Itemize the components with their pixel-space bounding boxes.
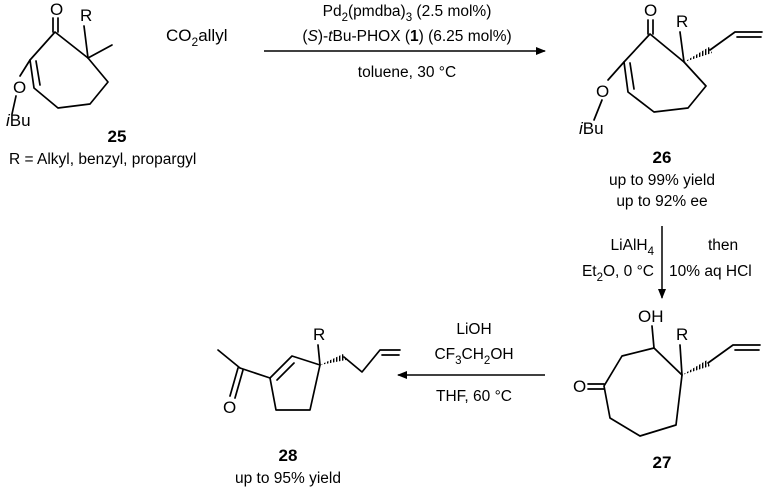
step2-left-line1: LiAlH4	[611, 237, 655, 258]
step1-conditions: Pd2(pmdba)3 (2.5 mol%) (S)-tBu-PHOX (1) …	[264, 3, 546, 81]
c27-number: 27	[653, 453, 672, 472]
c28-allyl-chain	[343, 349, 401, 373]
c28-hashed-wedge	[320, 354, 346, 365]
c28-carbonyl-a	[229, 367, 239, 397]
c25-alkene-inner	[35, 60, 41, 86]
c28-r-bond	[317, 344, 321, 366]
c28-carbonyl-b	[234, 369, 244, 399]
step3-line1: LiOH	[456, 321, 491, 338]
c27-r-label: R	[676, 325, 688, 344]
c27-allyl-chain	[707, 344, 761, 364]
compound-27: OH R O 27	[573, 307, 761, 472]
c25-ether-bond	[19, 59, 31, 77]
c26-o-label: O	[644, 1, 657, 20]
c25-ester-bond	[87, 44, 113, 59]
c27-r-bond	[679, 344, 683, 376]
c25-ibu-label: iBu	[6, 111, 31, 130]
step3-conditions: LiOH CF3CH2OH THF, 60 °C	[397, 321, 545, 405]
c25-ester-label: CO2allyl	[166, 26, 227, 49]
step2-left-line2: Et2O, 0 °C	[582, 263, 654, 284]
step1-reagent-line3: toluene, 30 °C	[358, 64, 456, 81]
step2-right-line1: then	[708, 237, 738, 254]
c26-ether-bond	[607, 61, 625, 81]
c25-ether-o-label: O	[13, 78, 26, 97]
step3-line3: THF, 60 °C	[436, 388, 512, 405]
c25-o-label: O	[50, 0, 63, 19]
c27-ring-bonds	[603, 347, 683, 437]
step2-right-line2: 10% aq HCl	[669, 263, 752, 280]
c25-number: 25	[108, 127, 127, 146]
c27-oh-bond	[651, 325, 655, 349]
step2-conditions: LiAlH4 Et2O, 0 °C then 10% aq HCl	[582, 226, 752, 299]
c28-acyl-bond	[239, 367, 271, 379]
c27-o-label: O	[573, 377, 586, 396]
c28-ring-double	[276, 362, 295, 381]
c25-ring-bonds	[29, 31, 109, 109]
c26-ether-o-label: O	[596, 82, 609, 101]
c26-ee: up to 92% ee	[616, 193, 707, 210]
compound-25: O R CO2allyl O iBu 25 R = Alkyl, benzyl,…	[6, 0, 227, 168]
c25-ibu-bond	[11, 95, 17, 115]
c28-yield: up to 95% yield	[235, 470, 341, 487]
c26-hashed-wedge	[684, 47, 712, 62]
c26-allyl-chain	[709, 31, 763, 51]
step3-line2: CF3CH2OH	[434, 346, 513, 367]
c28-r-label: R	[313, 325, 325, 344]
c26-r-bond	[679, 31, 685, 63]
c25-r-label: R	[80, 6, 92, 25]
c25-r-note: R = Alkyl, benzyl, propargyl	[9, 151, 196, 168]
c25-r-bond	[83, 25, 89, 59]
step1-reagent-line2: (S)-tBu-PHOX (1) (6.25 mol%)	[302, 28, 511, 45]
c26-ibu-label: iBu	[579, 119, 604, 138]
c27-oh-label: OH	[638, 307, 664, 326]
c28-number: 28	[279, 446, 298, 465]
c28-methyl-bond	[217, 349, 241, 369]
compound-28: O R 28 up to 95% yield	[217, 325, 401, 487]
compound-26: O R O iBu 26 up to 99% yield up to 92% e…	[579, 1, 763, 210]
c26-yield: up to 99% yield	[609, 172, 715, 189]
c26-ibu-bond	[593, 99, 603, 121]
c26-ring-bonds	[623, 33, 707, 113]
c28-ring-bonds	[269, 355, 321, 411]
c26-r-label: R	[676, 12, 688, 31]
c26-alkene-inner	[629, 62, 635, 90]
c27-hashed-wedge	[682, 360, 710, 375]
c28-o-label: O	[223, 398, 236, 417]
c26-number: 26	[653, 148, 672, 167]
step1-reagent-line1: Pd2(pmdba)3 (2.5 mol%)	[323, 3, 492, 24]
